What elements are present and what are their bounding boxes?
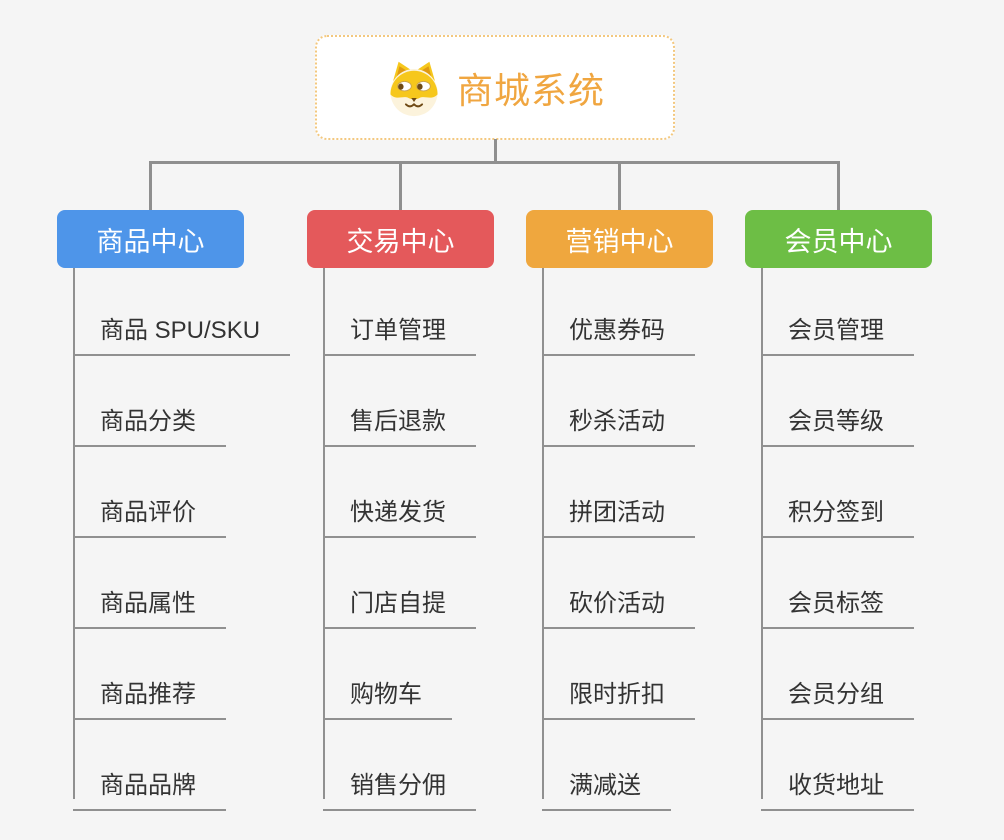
mindmap-item[interactable]: 秒杀活动: [542, 405, 695, 447]
branch-node-member-center[interactable]: 会员中心: [745, 210, 932, 268]
mindmap-item[interactable]: 门店自提: [323, 587, 476, 629]
root-title: 商城系统: [456, 69, 605, 111]
mindmap-item[interactable]: 购物车: [323, 678, 452, 720]
branch-children-member: 会员管理 会员等级 积分签到 会员标签 会员分组 收货地址: [761, 268, 914, 811]
branch-marketing-center: 营销中心 优惠券码 秒杀活动 拼团活动 砍价活动 限时折扣 满减送: [526, 210, 713, 811]
branch-product-center: 商品中心 商品 SPU/SKU 商品分类 商品评价 商品属性 商品推荐 商品品牌: [57, 210, 291, 811]
mindmap-item[interactable]: 订单管理: [323, 314, 476, 356]
connector-root-stub: [494, 139, 497, 163]
connector-bus: [149, 161, 840, 164]
connector-drop-trade: [399, 163, 402, 210]
mindmap-item[interactable]: 快递发货: [323, 496, 476, 538]
dog-face-icon: [390, 61, 438, 116]
mindmap-item[interactable]: 会员标签: [761, 587, 914, 629]
mindmap-item[interactable]: 商品推荐: [73, 678, 226, 720]
mindmap-item[interactable]: 商品评价: [73, 496, 226, 538]
connector-drop-member: [837, 163, 840, 210]
mindmap-item[interactable]: 积分签到: [761, 496, 914, 538]
branch-node-product-center[interactable]: 商品中心: [57, 210, 244, 268]
connector-drop-marketing: [618, 163, 621, 210]
mindmap-item[interactable]: 商品属性: [73, 587, 226, 629]
branch-node-marketing-center[interactable]: 营销中心: [526, 210, 713, 268]
mindmap-item[interactable]: 商品 SPU/SKU: [73, 314, 291, 356]
mindmap-item[interactable]: 会员分组: [761, 678, 914, 720]
mindmap-item[interactable]: 满减送: [542, 769, 671, 811]
branch-trunk-line: [761, 268, 763, 799]
mindmap-item[interactable]: 砍价活动: [542, 587, 695, 629]
connector-drop-product: [149, 163, 152, 210]
branch-member-center: 会员中心 会员管理 会员等级 积分签到 会员标签 会员分组 收货地址: [745, 210, 932, 811]
branch-trade-center: 交易中心 订单管理 售后退款 快递发货 门店自提 购物车 销售分佣: [307, 210, 494, 811]
branch-trunk-line: [73, 268, 75, 799]
mindmap-item[interactable]: 销售分佣: [323, 769, 476, 811]
mindmap-item[interactable]: 售后退款: [323, 405, 476, 447]
mindmap-item[interactable]: 收货地址: [761, 769, 914, 811]
mindmap-item[interactable]: 限时折扣: [542, 678, 695, 720]
mindmap-item[interactable]: 拼团活动: [542, 496, 695, 538]
root-node-mall-system[interactable]: 商城系统: [315, 35, 675, 140]
branch-trunk-line: [323, 268, 325, 799]
branch-children-trade: 订单管理 售后退款 快递发货 门店自提 购物车 销售分佣: [323, 268, 476, 811]
mindmap-item[interactable]: 优惠券码: [542, 314, 695, 356]
branch-children-product: 商品 SPU/SKU 商品分类 商品评价 商品属性 商品推荐 商品品牌: [73, 268, 291, 811]
mindmap-item[interactable]: 商品品牌: [73, 769, 226, 811]
branch-node-trade-center[interactable]: 交易中心: [307, 210, 494, 268]
branch-children-marketing: 优惠券码 秒杀活动 拼团活动 砍价活动 限时折扣 满减送: [542, 268, 695, 811]
mindmap-item[interactable]: 会员等级: [761, 405, 914, 447]
branch-trunk-line: [542, 268, 544, 799]
mindmap-item[interactable]: 会员管理: [761, 314, 914, 356]
mindmap-item[interactable]: 商品分类: [73, 405, 226, 447]
